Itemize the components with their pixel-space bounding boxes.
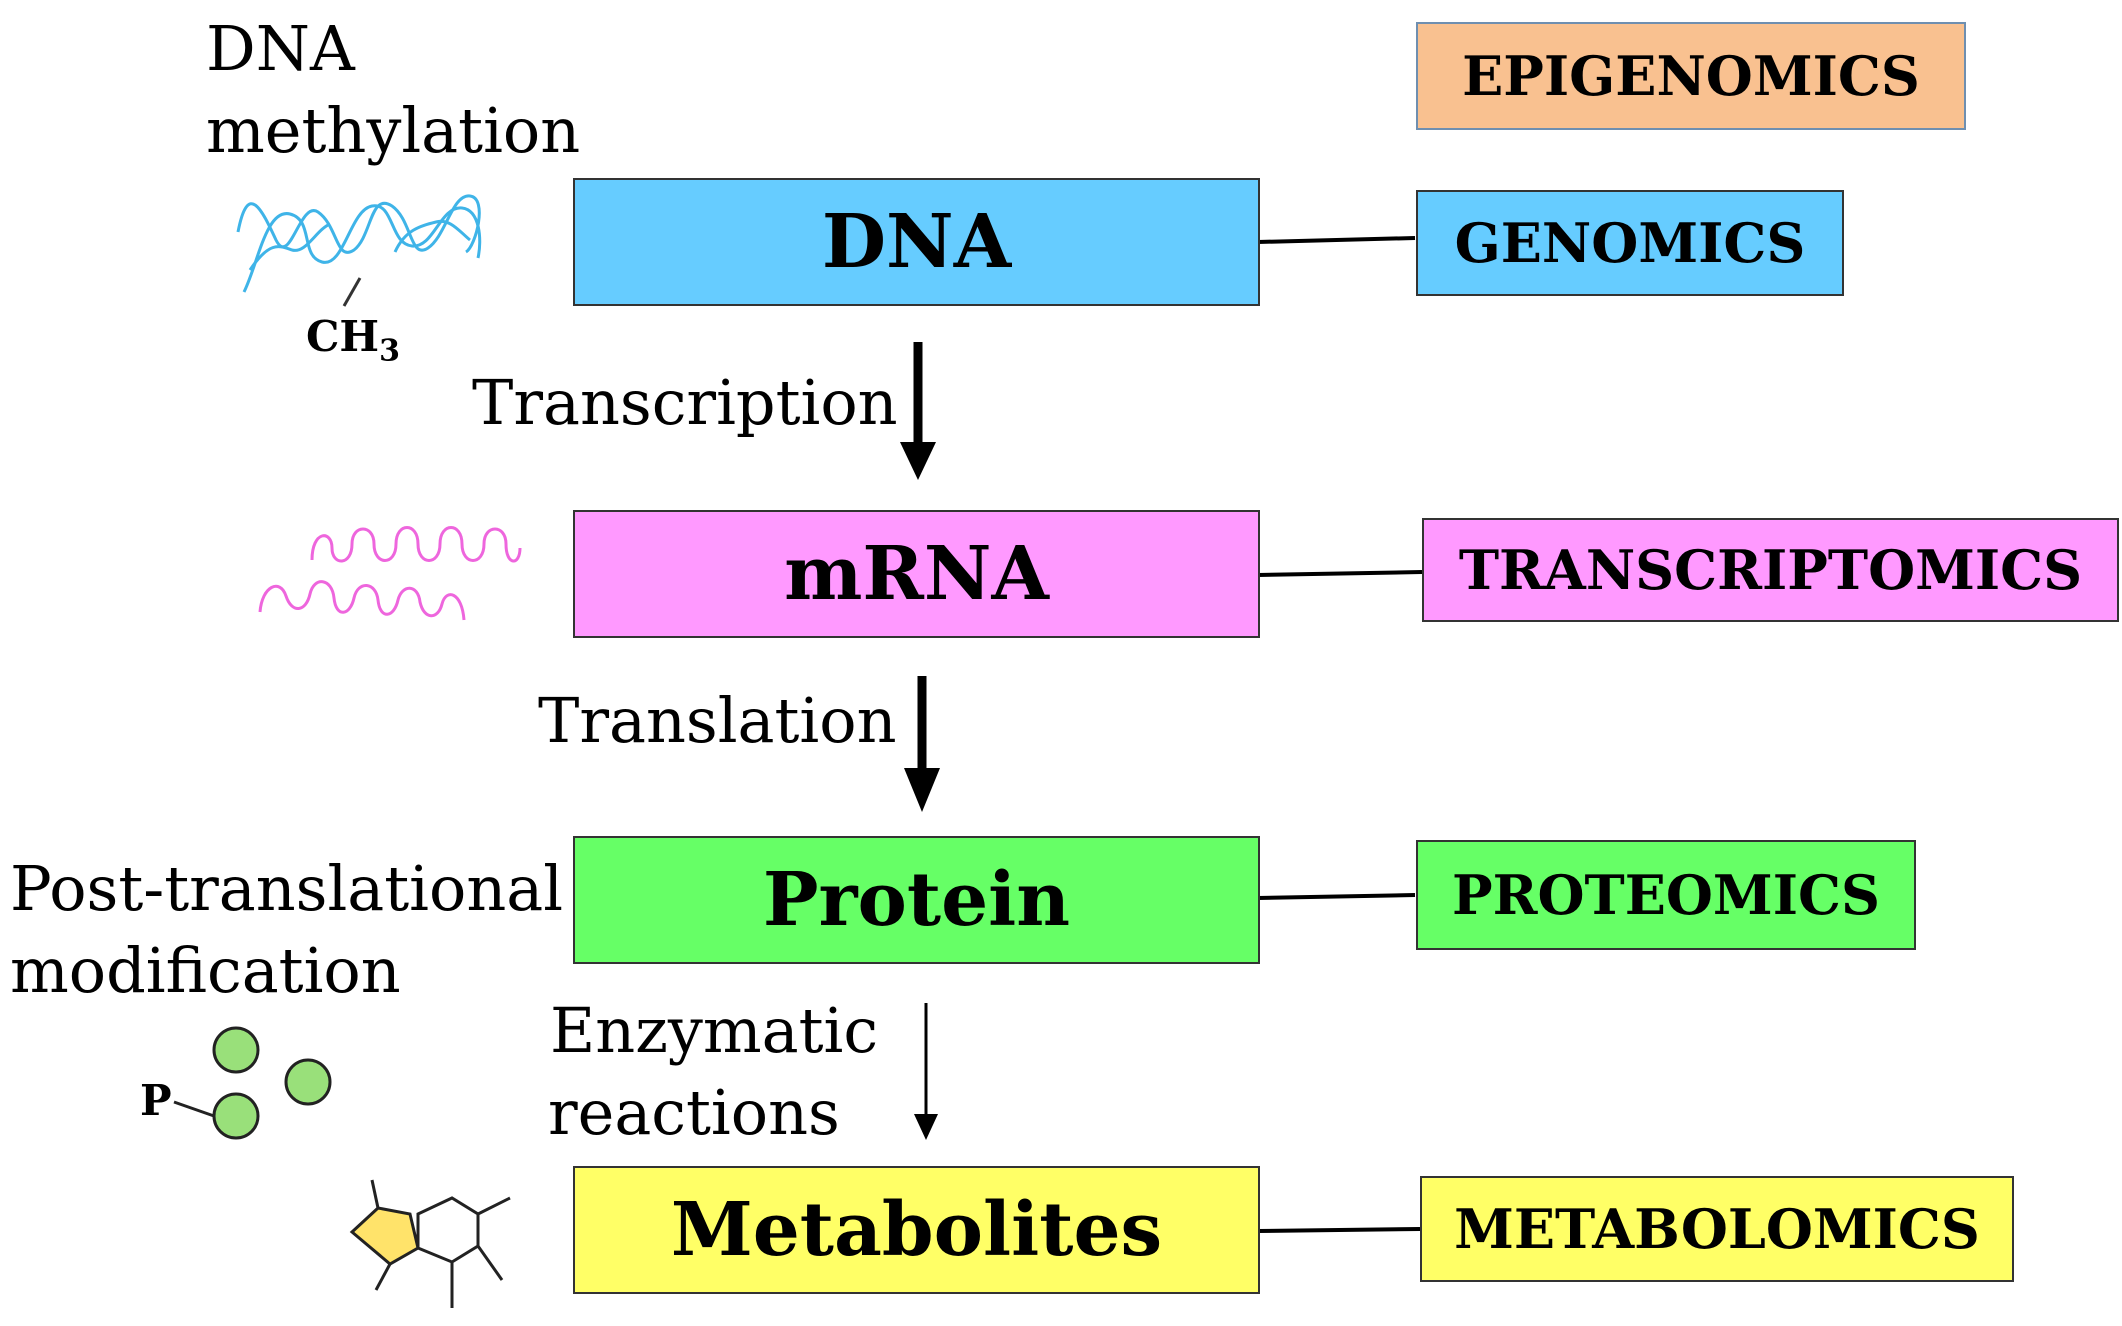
enzymatic-arrow [914, 1003, 938, 1140]
metabolite-molecule-icon [349, 1179, 511, 1308]
translation-label: Translation [538, 684, 897, 757]
transcription-arrow [900, 342, 936, 480]
connector-protein-proteomics [1257, 893, 1416, 900]
connector-metabolites-metabolomics [1257, 1227, 1421, 1233]
metabolites-box: Metabolites [573, 1166, 1260, 1294]
mrna-box: mRNA [573, 510, 1260, 638]
ptm-line2: modification [10, 934, 401, 1007]
phosphate-label: P [140, 1076, 172, 1125]
phospho-protein-icon [173, 1026, 332, 1140]
ch3-subscript: 3 [379, 333, 400, 369]
translation-arrow [904, 676, 940, 812]
genomics-label: GENOMICS [1454, 211, 1806, 275]
dna-methylation-line1: DNA [206, 12, 355, 85]
proteomics-box: PROTEOMICS [1416, 840, 1916, 950]
mrna-strand-icon [258, 526, 522, 621]
enzymatic-label-line2: reactions [548, 1076, 840, 1149]
dna-methylation-line2: methylation [206, 94, 581, 167]
protein-box-label: Protein [762, 857, 1071, 943]
connector-mrna-transcriptomics [1257, 570, 1423, 577]
ch3-label: CH3 [306, 312, 400, 368]
dna-box-label: DNA [821, 199, 1012, 285]
transcriptomics-label: TRANSCRIPTOMICS [1458, 538, 2083, 602]
protein-box: Protein [573, 836, 1260, 964]
ch3-main: CH [306, 312, 380, 361]
genomics-box: GENOMICS [1416, 190, 1844, 296]
transcription-label: Transcription [472, 366, 898, 439]
enzymatic-label-line1: Enzymatic [550, 994, 879, 1067]
metabolites-box-label: Metabolites [670, 1187, 1163, 1273]
metabolomics-box: METABOLOMICS [1420, 1176, 2014, 1282]
transcriptomics-box: TRANSCRIPTOMICS [1422, 518, 2119, 622]
mrna-box-label: mRNA [784, 531, 1049, 617]
ptm-line1: Post-translational [10, 852, 564, 925]
proteomics-label: PROTEOMICS [1452, 863, 1880, 927]
dna-strand-icon [236, 194, 482, 307]
dna-box: DNA [573, 178, 1260, 306]
epigenomics-box: EPIGENOMICS [1416, 22, 1966, 130]
connector-dna-genomics [1257, 236, 1416, 244]
metabolomics-label: METABOLOMICS [1454, 1197, 1980, 1261]
epigenomics-label: EPIGENOMICS [1462, 44, 1920, 108]
